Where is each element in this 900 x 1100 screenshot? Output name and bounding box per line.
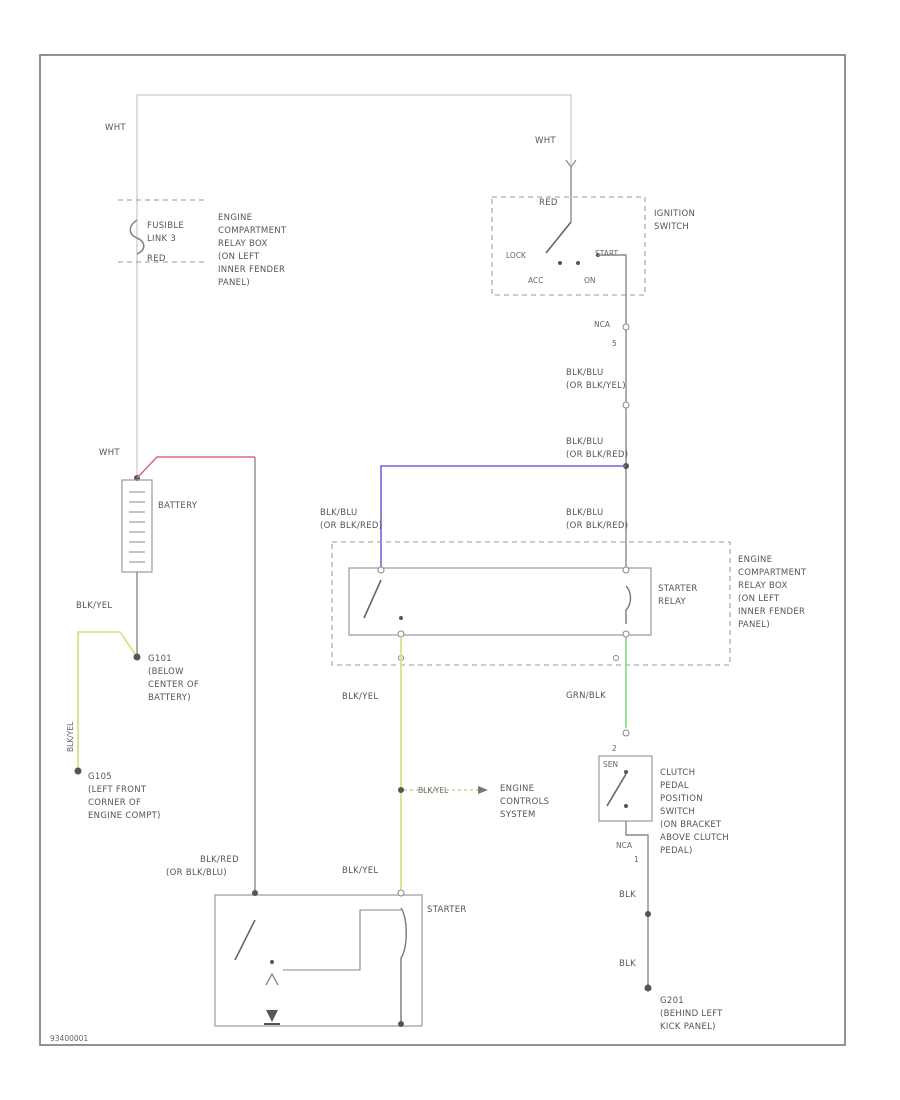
ignition-switch-box	[491, 196, 646, 296]
starter-contact-blade	[234, 919, 256, 961]
starter-box	[214, 894, 423, 1027]
g101-label: G101 (BELOW CENTER OF BATTERY)	[148, 654, 202, 703]
wht-label-battery: WHT	[99, 448, 120, 458]
blk-red-starter-label: BLK/RED (OR BLK/BLU)	[166, 855, 242, 878]
connector-splice-upper	[622, 401, 630, 409]
starter-s-terminal	[397, 889, 405, 897]
clutch-contact-bottom	[624, 804, 628, 808]
starter-bottom-dot	[398, 1021, 404, 1027]
ignition-switch-blade	[545, 221, 572, 254]
starter-motor-symbol	[265, 972, 279, 986]
blk-yel-left-label: BLK/YEL	[76, 601, 112, 611]
diagram-frame	[39, 54, 846, 1046]
blk-label-1: BLK	[619, 890, 636, 900]
battery-label: BATTERY	[158, 501, 198, 511]
pin5-label: 5	[612, 339, 617, 348]
starter-relay-label: STARTER RELAY	[658, 584, 701, 607]
clutch-switch-blade	[606, 773, 627, 807]
engine-controls-splice	[398, 787, 404, 793]
on-label: ON	[584, 276, 596, 285]
ignition-switch-label: IGNITION SWITCH	[654, 209, 698, 232]
red-label-fusible: RED	[147, 254, 166, 264]
starter-label: STARTER	[427, 905, 467, 915]
engine-relay-box-right-label: ENGINE COMPARTMENT RELAY BOX (ON LEFT IN…	[738, 555, 809, 630]
acc-label: ACC	[528, 276, 543, 285]
lock-label: LOCK	[506, 251, 527, 260]
relay-terminal-bottom-right	[622, 630, 630, 638]
yellow-ground-strap	[77, 631, 136, 768]
blk-blu-label-1: BLK/BLU (OR BLK/YEL)	[566, 368, 626, 391]
ground-splice-dot	[645, 911, 651, 917]
blk-blu-relay-right-label: BLK/BLU (OR BLK/RED)	[566, 508, 628, 531]
clutch-switch-label: CLUTCH PEDAL POSITION SWITCH (ON BRACKET…	[660, 768, 732, 856]
g105-label: G105 (LEFT FRONT CORNER OF ENGINE COMPT)	[88, 772, 161, 821]
starter-plunger-link	[283, 909, 401, 971]
engine-relay-box-top-label: ENGINE COMPARTMENT RELAY BOX (ON LEFT IN…	[218, 213, 289, 288]
starter-contact-dot	[270, 960, 274, 964]
clutch-connector-top	[622, 729, 630, 737]
relay-contact-blade	[363, 579, 382, 619]
wht-wire-top	[136, 94, 572, 478]
nca-lower-label: NCA	[616, 841, 633, 850]
wht-label-top: WHT	[105, 123, 126, 133]
clutch-contact-top	[624, 770, 628, 774]
battery-cells	[129, 491, 145, 563]
blk-blu-relay-left-label: BLK/BLU (OR BLK/RED)	[320, 508, 382, 531]
wht-label-switch: WHT	[535, 136, 556, 146]
red-label-switch: RED	[539, 198, 558, 208]
ignition-contact-acc	[558, 261, 562, 265]
connector-nca-top	[622, 323, 630, 331]
g201-label: G201 (BEHIND LEFT KICK PANEL)	[660, 996, 726, 1032]
start-label: START	[595, 249, 619, 258]
sen-label: SEN	[603, 760, 618, 769]
starter-solenoid-coil	[400, 907, 407, 1024]
clutch-ground-wire	[625, 821, 649, 985]
blk-blu-label-2: BLK/BLU (OR BLK/RED)	[566, 437, 628, 460]
fusible-link-symbol	[129, 219, 145, 255]
grn-blk-label: GRN/BLK	[566, 691, 606, 701]
ignition-contact-on	[576, 261, 580, 265]
g101-ground-dot	[133, 653, 141, 661]
pin1-label: 1	[634, 855, 639, 864]
pin2-label: 2	[612, 744, 617, 753]
relay-pin-lower-right	[613, 655, 619, 661]
g105-ground-dot	[74, 767, 82, 775]
fusible-link-label: FUSIBLE LINK 3	[147, 221, 187, 244]
nca-label: NCA	[594, 320, 611, 329]
relay-terminal-bottom-left	[397, 630, 405, 638]
engine-controls-arrow	[478, 786, 488, 794]
blk-label-2: BLK	[619, 959, 636, 969]
battery-box	[121, 479, 153, 573]
relay-terminal-top-left	[377, 566, 385, 574]
g201-ground-dot	[644, 984, 652, 992]
relay-box-dashed	[331, 541, 731, 666]
engine-control-label: ENGINE CONTROLS SYSTEM	[500, 784, 552, 820]
starter-battery-terminal	[252, 890, 258, 896]
relay-terminal-top-right	[622, 566, 630, 574]
blk-yel-mid-label: BLK/YEL	[342, 692, 378, 702]
blue-wire	[380, 465, 626, 568]
relay-coil	[625, 585, 632, 624]
figure-code: 93400001	[50, 1034, 88, 1043]
blk-yel-starter-label: BLK/YEL	[342, 866, 378, 876]
starter-ground-symbol	[266, 1010, 278, 1022]
starter-relay-box	[348, 567, 652, 636]
blk-yel-branch-label: BLK/YEL	[418, 786, 449, 795]
relay-contact-dot	[399, 616, 403, 620]
blk-yel-vertical-label: BLK/YEL	[66, 721, 75, 752]
red-battery-cable	[136, 456, 255, 479]
